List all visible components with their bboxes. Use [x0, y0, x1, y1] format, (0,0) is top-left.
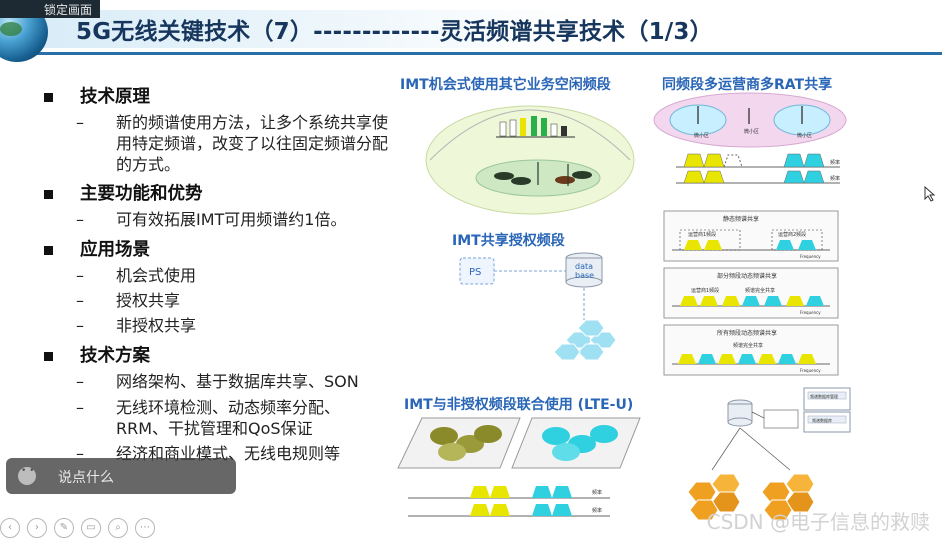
outline-item: –网络架构、基于数据库共享、SON — [76, 372, 359, 391]
db-label-2: base — [575, 271, 594, 280]
comment-input[interactable]: 说点什么 — [6, 458, 236, 494]
outline-item: –新的频谱使用方法，让多个系统共享使用特定频谱，改变了以往固定频谱分配的方式。 — [76, 113, 389, 174]
slide-title: 5G无线关键技术（7）-------------灵活频谱共享技术（1/3） — [76, 19, 713, 45]
outline-list: 技术原理 –新的频谱使用方法，让多个系统共享使用特定频谱，改变了以往固定频谱分配… — [40, 86, 400, 465]
emoji-icon[interactable] — [18, 466, 36, 485]
watermark: CSDN @电子信息的救赎 — [706, 510, 930, 534]
lock-screen-label: 锁定画面 — [44, 3, 93, 17]
outline-heading: 应用场景 — [40, 239, 400, 261]
svg-text:运营商1频段: 运营商1频段 — [688, 231, 716, 238]
svg-text:Frequency: Frequency — [800, 254, 821, 259]
title-underline — [0, 52, 942, 55]
next-slide-icon[interactable]: › — [27, 518, 47, 538]
section-scenarios: 应用场景 –机会式使用 –授权共享 –非授权共享 — [40, 239, 400, 337]
svg-text:频率: 频率 — [592, 489, 602, 496]
svg-text:频谱完全共享: 频谱完全共享 — [733, 342, 763, 349]
svg-text:运营商1频段: 运营商1频段 — [691, 287, 719, 294]
svg-text:频谱数据库管理: 频谱数据库管理 — [810, 393, 838, 399]
diagram-title-opportunistic: IMT机会式使用其它业务空闲频段 — [400, 77, 611, 93]
svg-text:部分频段动态频谱共享: 部分频段动态频谱共享 — [717, 272, 777, 280]
svg-text:Frequency: Frequency — [800, 368, 821, 373]
cell-label: 微小区 — [694, 132, 709, 139]
zoom-icon[interactable]: ⌕ — [108, 518, 128, 538]
ps-label: PS — [469, 267, 481, 278]
outline-item: –无线环境检测、动态频率分配、RRM、干扰管理和QoS保证 — [76, 398, 341, 438]
svg-text:所有频段动态频谱共享: 所有频段动态频谱共享 — [717, 329, 777, 337]
svg-text:运营商2频段: 运营商2频段 — [778, 231, 806, 238]
svg-text:频率: 频率 — [830, 159, 840, 166]
outline-heading: 主要功能和优势 — [40, 183, 400, 205]
mouse-cursor-icon — [924, 186, 936, 202]
svg-text:频率: 频率 — [592, 507, 602, 514]
comment-placeholder: 说点什么 — [58, 470, 114, 486]
cell-label: 微小区 — [797, 132, 812, 139]
spectrum-stages-diagram: 静态频谱共享 运营商1频段 运营商2频段 Frequency 部分频段动态频谱共… — [663, 210, 839, 376]
svg-text:频谱完全共享: 频谱完全共享 — [745, 287, 775, 294]
unlicensed-diagram: 频率 频率 — [397, 417, 641, 517]
outline-item: –可有效拓展IMT可用频谱约1倍。 — [76, 210, 347, 229]
diagram-title-licensed: IMT共享授权频段 — [452, 233, 565, 249]
bullet-square-icon — [44, 93, 53, 102]
outline-item: –授权共享 — [76, 291, 181, 310]
opportunistic-diagram — [425, 105, 635, 215]
svg-text:频率: 频率 — [830, 175, 840, 182]
more-options-icon[interactable]: ⋯ — [135, 518, 155, 538]
diagram-title-unlicensed: IMT与非授权频段联合使用 (LTE-U) — [404, 397, 634, 413]
outline-heading: 技术方案 — [40, 345, 400, 367]
slides-icon[interactable]: ▭ — [81, 518, 101, 538]
cell-label: 微小区 — [744, 128, 759, 135]
lock-screen-bar[interactable]: 锁定画面 — [0, 0, 100, 18]
diagram-title-same-band: 同频段多运营商多RAT共享 — [662, 77, 833, 93]
svg-text:静态频谱共享: 静态频谱共享 — [723, 215, 759, 223]
outline-heading: 技术原理 — [40, 86, 400, 108]
bullet-square-icon — [44, 190, 53, 199]
bullet-square-icon — [44, 246, 53, 255]
bullet-square-icon — [44, 352, 53, 361]
architecture-diagram: 频谱数据库管理 频谱数据库 — [687, 387, 851, 521]
outline-item: –非授权共享 — [76, 316, 197, 335]
title-banner — [40, 10, 942, 48]
outline-item: –机会式使用 — [76, 266, 197, 285]
section-advantages: 主要功能和优势 –可有效拓展IMT可用频谱约1倍。 — [40, 183, 400, 231]
svg-text:Frequency: Frequency — [800, 310, 821, 315]
presentation-toolbar: ‹ › ✎ ▭ ⌕ ⋯ — [0, 518, 155, 540]
svg-text:频谱数据库: 频谱数据库 — [812, 417, 832, 423]
pen-icon[interactable]: ✎ — [54, 518, 74, 538]
same-band-diagram: 微小区 微小区 微小区 频率 频率 — [653, 92, 847, 184]
licensed-diagram: PS data base — [459, 252, 617, 361]
prev-slide-icon[interactable]: ‹ — [0, 518, 20, 538]
section-principle: 技术原理 –新的频谱使用方法，让多个系统共享使用特定频谱，改变了以往固定频谱分配… — [40, 86, 400, 175]
db-label-1: data — [575, 262, 593, 271]
